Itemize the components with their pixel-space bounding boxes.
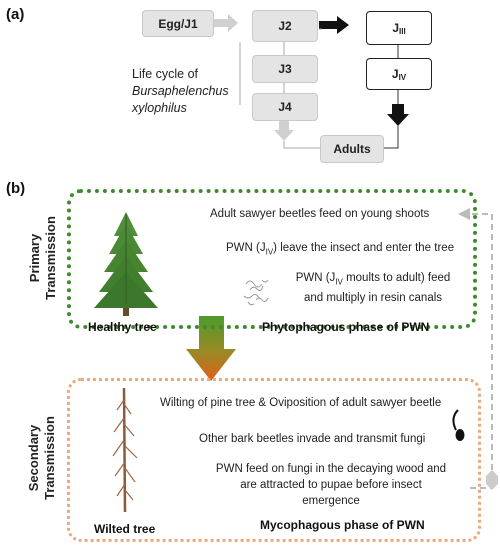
primary-transmission-zone <box>67 189 477 329</box>
egg-to-j2-arrow <box>214 14 238 32</box>
primary-statement-2-pre: PWN (J <box>226 242 266 254</box>
j2-label: J2 <box>278 19 292 33</box>
cycle-dashed-line <box>462 213 493 489</box>
phytophagous-phase-label: Phytophagous phase of PWN <box>262 320 430 334</box>
j4-to-adults-line <box>283 141 320 149</box>
panel-b-label: (b) <box>6 180 26 197</box>
primary-statement-3-post: moults to adult) feed <box>342 272 451 284</box>
primary-statement-3-pre: PWN (J <box>295 272 336 284</box>
j4-dispersal-main: J <box>391 67 399 81</box>
wilted-tree-label: Wilted tree <box>94 522 156 536</box>
j3-dispersal-sub: III <box>399 26 406 36</box>
primary-statement-1: Adult sawyer beetles feed on young shoot… <box>210 208 430 220</box>
secondary-statement-2: Other bark beetles invade and transmit f… <box>199 433 426 445</box>
healthy-tree-label: Healthy tree <box>88 320 157 334</box>
secondary-statement-3-line1: PWN feed on fungi in the decaying wood a… <box>215 463 447 475</box>
caption-species-line2: xylophilus <box>132 101 187 115</box>
j3-box: J3 <box>252 55 318 83</box>
life-cycle-caption: Life cycle of Bursaphelenchus xylophilus <box>132 66 229 117</box>
j3-label: J3 <box>278 62 292 76</box>
j3-dispersal-main: J <box>392 21 399 35</box>
caption-species-line1: Bursaphelenchus <box>132 84 229 98</box>
transition-arrow <box>186 316 236 381</box>
adults-box: Adults <box>320 135 384 163</box>
j4-label: J4 <box>278 100 292 114</box>
primary-statement-3-line2: and multiply in resin canals <box>303 292 443 305</box>
secondary-statement-3: PWN feed on fungi in the decaying wood a… <box>196 461 466 509</box>
egg-j1-label: Egg/J1 <box>158 16 198 31</box>
j4d-down-arrow <box>387 104 409 126</box>
j4-box: J4 <box>252 93 318 121</box>
panel-a-label: (a) <box>6 6 25 23</box>
primary-statement-3-sub: IV <box>335 277 343 287</box>
caption-line1: Life cycle of <box>132 67 199 81</box>
secondary-statement-3-line2: are attracted to pupae before insect <box>240 479 422 491</box>
j2-box: J2 <box>252 10 318 42</box>
primary-statement-3: PWN (JIV moults to adult) feed and multi… <box>278 270 468 306</box>
j2-to-j3d-arrow <box>319 16 349 34</box>
mycophagous-phase-label: Mycophagous phase of PWN <box>260 518 425 532</box>
secondary-statement-1: Wilting of pine tree & Oviposition of ad… <box>160 397 442 409</box>
primary-statement-2-post: ) leave the insect and enter the tree <box>273 242 455 254</box>
secondary-transmission-zone <box>67 378 481 542</box>
j4-down-arrow <box>274 121 294 141</box>
primary-statement-2: PWN (JIV) leave the insect and enter the… <box>226 240 454 260</box>
j4d-to-adults-line <box>382 126 399 149</box>
secondary-statement-3-line3: emergence <box>302 495 360 507</box>
j4-dispersal-sub: IV <box>398 72 407 82</box>
primary-statement-2-sub: IV <box>265 247 274 257</box>
egg-j1-box: Egg/J1 <box>142 10 214 37</box>
adults-label: Adults <box>333 142 371 156</box>
